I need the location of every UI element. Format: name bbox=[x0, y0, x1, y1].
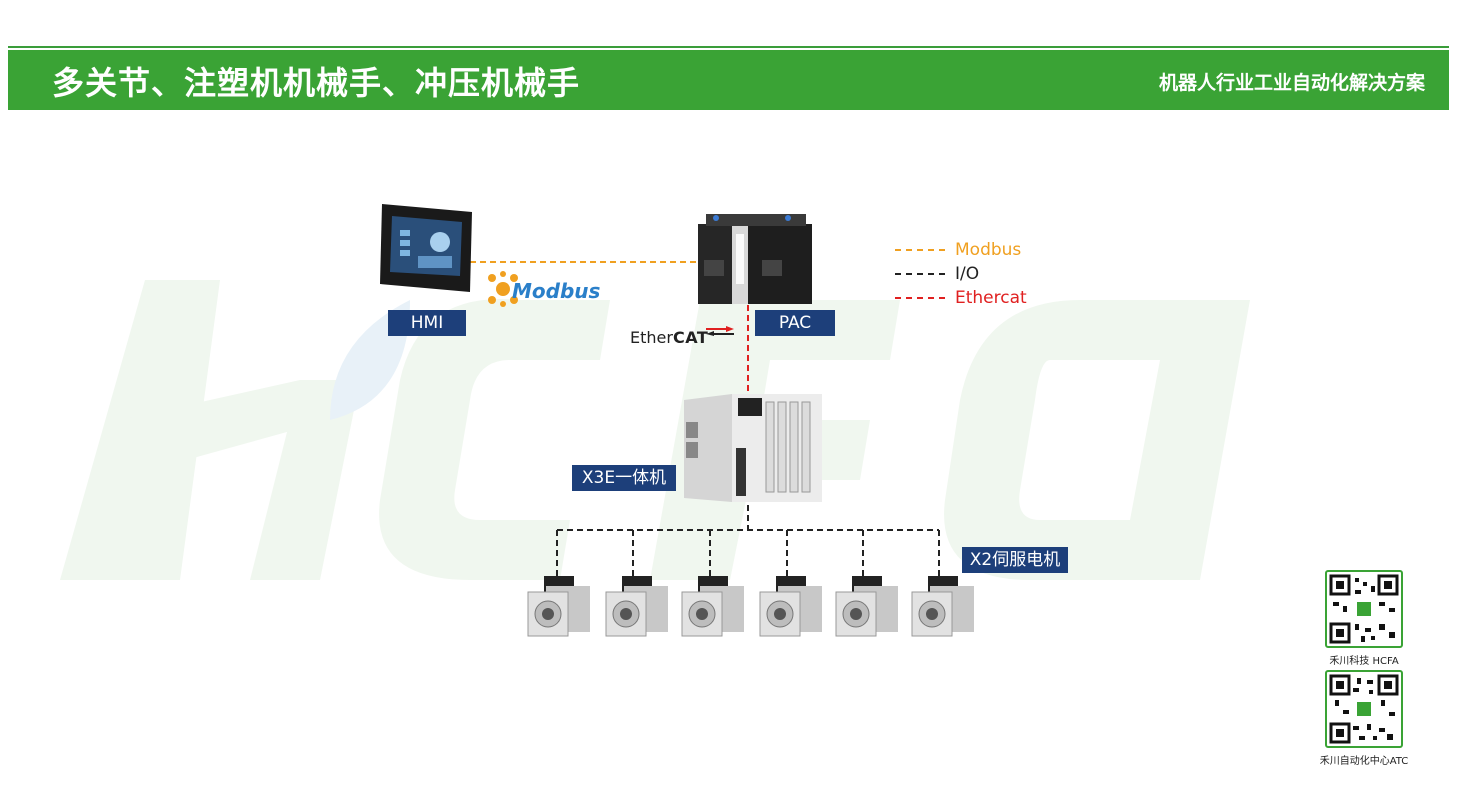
modbus-molecule-icon bbox=[488, 271, 518, 307]
ethercat-arrows-icon bbox=[706, 326, 734, 336]
ethercat-logo-suffix: CAT bbox=[672, 328, 709, 347]
qr-pattern-icon bbox=[1329, 574, 1399, 644]
legend-swatch-modbus bbox=[895, 249, 945, 251]
servo-label: X2伺服电机 bbox=[962, 547, 1068, 573]
qr-block-hcfa: 禾川科技 HCFA bbox=[1304, 570, 1424, 667]
ethercat-logo-prefix: Ether bbox=[630, 328, 673, 347]
x3e-device-image bbox=[684, 394, 822, 502]
legend: Modbus I/O Ethercat bbox=[895, 238, 1027, 310]
hmi-device-image bbox=[380, 204, 472, 292]
servo-motor-1 bbox=[527, 575, 591, 637]
qr-block-atc: 禾川自动化中心ATC bbox=[1304, 670, 1424, 767]
servo-motor-5 bbox=[835, 575, 899, 637]
legend-item-ethercat: Ethercat bbox=[895, 286, 1027, 310]
qr-caption-atc: 禾川自动化中心ATC bbox=[1319, 756, 1409, 767]
servo-motor-row bbox=[527, 575, 974, 637]
servo-motor-6 bbox=[911, 575, 974, 637]
pac-device-image bbox=[698, 214, 812, 304]
header-top-rule bbox=[8, 46, 1449, 48]
ethercat-logo: EtherCAT bbox=[630, 328, 708, 347]
modbus-logo: Modbus bbox=[512, 279, 601, 303]
legend-label-modbus: Modbus bbox=[955, 240, 1022, 260]
legend-item-io: I/O bbox=[895, 262, 1027, 286]
page-title: 多关节、注塑机机械手、冲压机械手 bbox=[52, 64, 581, 102]
qr-caption-hcfa: 禾川科技 HCFA bbox=[1329, 656, 1399, 667]
pac-label: PAC bbox=[755, 310, 835, 336]
qr-code-hcfa bbox=[1325, 570, 1403, 648]
legend-label-io: I/O bbox=[955, 264, 980, 284]
servo-motor-3 bbox=[681, 575, 745, 637]
header-bar: 多关节、注塑机机械手、冲压机械手 机器人行业工业自动化解决方案 bbox=[8, 50, 1449, 110]
legend-label-ethercat: Ethercat bbox=[955, 288, 1027, 308]
legend-item-modbus: Modbus bbox=[895, 238, 1027, 262]
qr-code-atc bbox=[1325, 670, 1403, 748]
legend-swatch-io bbox=[895, 273, 945, 275]
page-subtitle: 机器人行业工业自动化解决方案 bbox=[1158, 72, 1425, 94]
x3e-label: X3E一体机 bbox=[572, 465, 676, 491]
legend-swatch-ethercat bbox=[895, 297, 945, 299]
qr-pattern-icon bbox=[1329, 674, 1399, 744]
servo-motor-2 bbox=[605, 575, 669, 637]
hmi-label: HMI bbox=[388, 310, 466, 336]
servo-motor-4 bbox=[759, 575, 823, 637]
